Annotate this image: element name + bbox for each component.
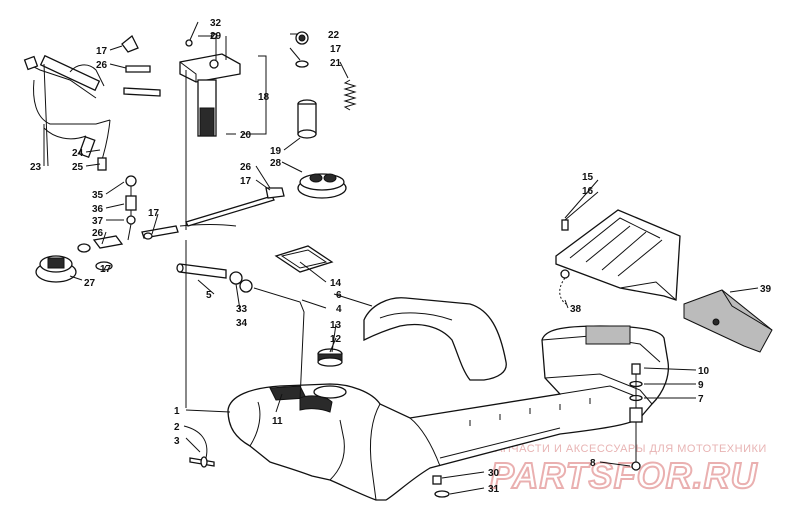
fuel-sender [297, 173, 347, 199]
callout-32: 32 [210, 18, 222, 29]
callout-16: 16 [582, 186, 594, 197]
fitting-37 [126, 215, 136, 225]
callout-30: 30 [488, 468, 500, 479]
callout-27: 27 [84, 278, 96, 289]
callout-19: 19 [270, 146, 282, 157]
callout-12: 12 [330, 334, 342, 345]
callout-33: 33 [236, 304, 248, 315]
callout-37: 37 [92, 216, 104, 227]
callout-1: 1 [174, 406, 180, 417]
callout-9: 9 [698, 380, 704, 391]
spring-21 [343, 79, 357, 111]
callout-17: 17 [148, 208, 160, 219]
sender-gasket [274, 245, 334, 273]
seat-plate [555, 209, 681, 301]
callout-17: 17 [100, 264, 112, 275]
callout-31: 31 [488, 484, 500, 495]
callout-3: 3 [174, 436, 180, 447]
callout-7: 7 [698, 394, 704, 405]
callout-11: 11 [272, 416, 283, 427]
callout-8: 8 [590, 458, 596, 469]
callout-21: 21 [330, 58, 342, 69]
clamp-17-topleft [121, 34, 139, 53]
callout-26: 26 [92, 228, 104, 239]
fuel-tank-body [227, 325, 670, 501]
fitting-35 [125, 175, 137, 187]
callout-2: 2 [174, 422, 180, 433]
callout-numbers: 32 29 17 26 18 20 22 17 21 19 28 24 25 2… [30, 18, 772, 495]
callout-17: 17 [330, 44, 342, 55]
callout-23: 23 [30, 162, 42, 173]
callout-28: 28 [270, 158, 282, 169]
callout-15: 15 [582, 172, 594, 183]
callout-17: 17 [96, 46, 108, 57]
fuel-cap [317, 348, 343, 367]
fuel-pump-assembly [179, 53, 241, 137]
screw-16 [561, 219, 569, 231]
fuel-rod [185, 195, 275, 227]
hose-26b [123, 87, 161, 97]
callout-38: 38 [570, 304, 582, 315]
callout-39: 39 [760, 284, 772, 295]
hose-26-top [125, 65, 151, 73]
clamp-17-top [295, 60, 309, 68]
watermark-brand: PARTSFOR.RU [490, 455, 758, 496]
callout-13: 13 [330, 320, 342, 331]
callout-22: 22 [328, 30, 340, 41]
washer-31 [434, 490, 450, 498]
filler-neck [313, 385, 347, 399]
wiring-harness [23, 54, 111, 171]
callout-36: 36 [92, 204, 104, 215]
watermark-tagline: ЗАПЧАСТИ И АКСЕССУАРЫ ДЛЯ МОТОТЕХНИКИ [488, 443, 767, 455]
callout-18: 18 [258, 92, 270, 103]
foam-block [683, 289, 773, 353]
rear-console-opening [585, 325, 631, 345]
callout-20: 20 [240, 130, 252, 141]
leader-lines [43, 21, 759, 495]
callout-25: 25 [72, 162, 84, 173]
callout-6: 6 [336, 290, 342, 301]
hose-5 [179, 263, 227, 279]
spacer-7 [629, 407, 643, 423]
nut-8 [631, 461, 641, 471]
pump-module-27 [35, 255, 77, 283]
callout-5: 5 [206, 290, 212, 301]
clamp-34 [239, 279, 253, 293]
fitting-36 [125, 195, 137, 211]
clamp-33 [229, 271, 243, 285]
seat-bracket [363, 297, 507, 381]
callout-14: 14 [330, 278, 342, 289]
screw-32 [185, 39, 193, 47]
washer-38-top [560, 269, 570, 279]
callout-17: 17 [240, 176, 252, 187]
callout-24: 24 [72, 148, 84, 159]
callout-29: 29 [210, 31, 222, 42]
callout-34: 34 [236, 318, 248, 329]
callout-35: 35 [92, 190, 104, 201]
callout-10: 10 [698, 366, 710, 377]
callout-26: 26 [240, 162, 252, 173]
callout-4: 4 [336, 304, 342, 315]
fuel-filter [297, 99, 317, 139]
callout-26: 26 [96, 60, 108, 71]
bolt-30 [432, 475, 442, 485]
bolt-10 [631, 363, 641, 375]
